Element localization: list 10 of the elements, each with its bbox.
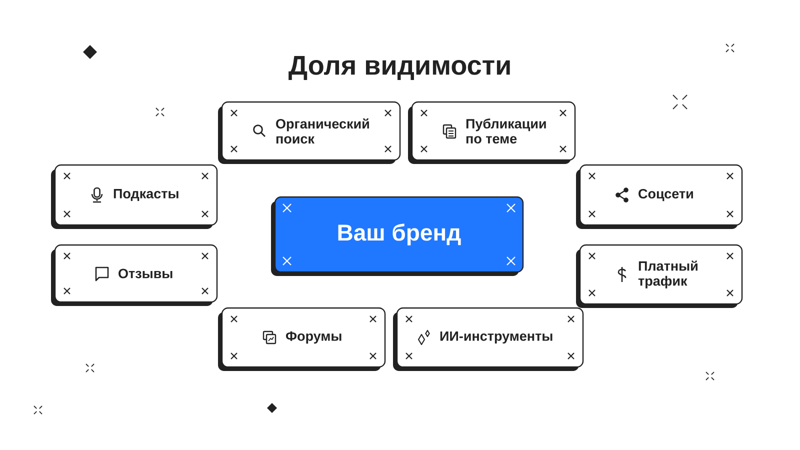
brand-box: Ваш бренд xyxy=(271,196,524,276)
channel-box: Форумы xyxy=(218,307,386,371)
channel-box: Подкасты xyxy=(51,164,218,229)
channel-box: ИИ-инструменты xyxy=(393,307,584,371)
channel-box: Платный трафик xyxy=(576,244,743,308)
channel-box: Отзывы xyxy=(51,244,218,306)
channel-box: Органический поиск xyxy=(218,101,401,164)
channel-box: Публикации по теме xyxy=(408,101,576,164)
title: Доля видимости xyxy=(288,56,510,80)
channel-box: Соцсети xyxy=(576,164,743,229)
